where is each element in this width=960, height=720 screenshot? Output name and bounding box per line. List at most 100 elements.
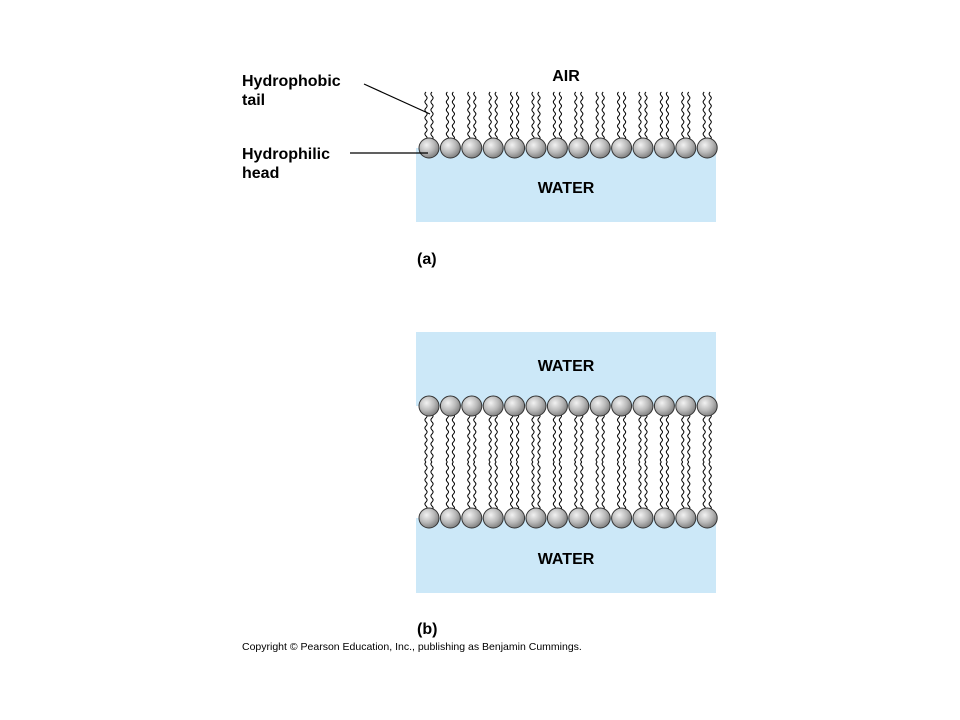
hydrophobic-tail xyxy=(510,413,514,463)
hydrophobic-tail xyxy=(574,413,578,463)
hydrophilic-head xyxy=(482,137,504,159)
monolayer-heads xyxy=(418,137,718,159)
hydrophobic-tail xyxy=(659,91,663,141)
water-region-a xyxy=(416,148,716,222)
hydrophobic-tail xyxy=(708,91,712,141)
hydrophilic-head xyxy=(525,395,547,417)
hydrophobic-tail xyxy=(430,461,434,511)
hydrophobic-tail xyxy=(708,461,712,511)
hydrophilic-head xyxy=(546,395,568,417)
panel-a: AIR WATER Hydrophobic tail Hydrophilic h… xyxy=(242,68,718,268)
hydrophilic-head xyxy=(675,137,697,159)
bilayer-tails xyxy=(424,413,712,511)
hydrophilic-head xyxy=(589,137,611,159)
hydrophobic-tail xyxy=(623,461,627,511)
hydrophilic-head xyxy=(439,507,461,529)
hydrophilic-head xyxy=(632,507,654,529)
hydrophilic-head xyxy=(632,137,654,159)
water-label-b-bottom: WATER xyxy=(538,551,595,568)
hydrophilic-head xyxy=(611,137,633,159)
hydrophobic-tail xyxy=(574,91,578,141)
hydrophilic-head xyxy=(546,137,568,159)
hydrophobic-tail xyxy=(537,461,541,511)
hydrophobic-tail xyxy=(531,461,535,511)
hydrophobic-tail xyxy=(595,413,599,463)
hydrophilic-head xyxy=(482,507,504,529)
hydrophilic-label-line2: head xyxy=(242,165,279,182)
hydrophobic-leader-line xyxy=(363,83,431,115)
hydrophobic-tail xyxy=(601,413,605,463)
hydrophobic-tail xyxy=(644,413,648,463)
hydrophilic-head xyxy=(418,137,440,159)
hydrophobic-tail xyxy=(531,413,535,463)
hydrophobic-tail xyxy=(687,413,691,463)
hydrophobic-tail xyxy=(552,413,556,463)
hydrophobic-tail xyxy=(595,91,599,141)
hydrophilic-head xyxy=(461,137,483,159)
hydrophilic-head xyxy=(546,507,568,529)
hydrophobic-tail xyxy=(617,91,621,141)
hydrophobic-tail xyxy=(681,461,685,511)
hydrophilic-head xyxy=(568,395,590,417)
hydrophilic-head xyxy=(611,507,633,529)
hydrophobic-tail xyxy=(488,413,492,463)
hydrophobic-tail xyxy=(516,413,520,463)
panel-b: WATER WATER (b) xyxy=(416,332,718,638)
hydrophobic-tail xyxy=(659,461,663,511)
hydrophobic-tail xyxy=(537,413,541,463)
hydrophobic-tail xyxy=(574,461,578,511)
hydrophobic-tail xyxy=(638,461,642,511)
hydrophobic-tail xyxy=(659,413,663,463)
hydrophobic-label-line1: Hydrophobic xyxy=(242,73,341,90)
hydrophobic-tail xyxy=(638,413,642,463)
hydrophilic-head xyxy=(611,395,633,417)
hydrophobic-tail xyxy=(708,413,712,463)
bilayer-heads xyxy=(418,395,718,529)
water-label-b-top: WATER xyxy=(538,358,595,375)
hydrophobic-tail xyxy=(424,91,428,141)
hydrophobic-tail xyxy=(537,91,541,141)
hydrophobic-tail xyxy=(601,91,605,141)
hydrophobic-tail xyxy=(617,413,621,463)
copyright-notice: Copyright © Pearson Education, Inc., pub… xyxy=(242,641,582,653)
hydrophilic-head xyxy=(504,507,526,529)
hydrophobic-tail xyxy=(665,461,669,511)
hydrophobic-tail xyxy=(510,91,514,141)
hydrophobic-tail xyxy=(516,461,520,511)
hydrophobic-tail xyxy=(510,461,514,511)
hydrophobic-tail xyxy=(445,461,449,511)
water-region-b-top xyxy=(416,332,716,406)
hydrophobic-tail xyxy=(494,461,498,511)
hydrophilic-head xyxy=(482,395,504,417)
hydrophilic-head xyxy=(696,395,718,417)
hydrophobic-tail xyxy=(473,413,477,463)
hydrophobic-tail xyxy=(681,413,685,463)
hydrophobic-tail xyxy=(467,91,471,141)
hydrophobic-tail xyxy=(552,91,556,141)
hydrophilic-head xyxy=(504,137,526,159)
hydrophobic-tail xyxy=(424,461,428,511)
hydrophobic-tail xyxy=(681,91,685,141)
hydrophobic-tail xyxy=(430,91,434,141)
hydrophobic-tail xyxy=(494,91,498,141)
panel-b-label: (b) xyxy=(417,621,437,638)
hydrophilic-head xyxy=(653,507,675,529)
hydrophobic-tail xyxy=(702,91,706,141)
hydrophilic-head xyxy=(525,137,547,159)
hydrophobic-tail xyxy=(558,91,562,141)
hydrophobic-tail xyxy=(623,413,627,463)
hydrophobic-tail xyxy=(531,91,535,141)
hydrophobic-tail xyxy=(430,413,434,463)
hydrophilic-head xyxy=(418,507,440,529)
water-label-a: WATER xyxy=(538,180,595,197)
hydrophilic-head xyxy=(525,507,547,529)
hydrophobic-tail xyxy=(467,413,471,463)
hydrophilic-head xyxy=(589,395,611,417)
hydrophobic-tail xyxy=(665,91,669,141)
hydrophilic-head xyxy=(568,507,590,529)
hydrophilic-head xyxy=(439,395,461,417)
hydrophobic-tail xyxy=(494,413,498,463)
hydrophobic-tail xyxy=(488,461,492,511)
hydrophobic-tail xyxy=(451,91,455,141)
